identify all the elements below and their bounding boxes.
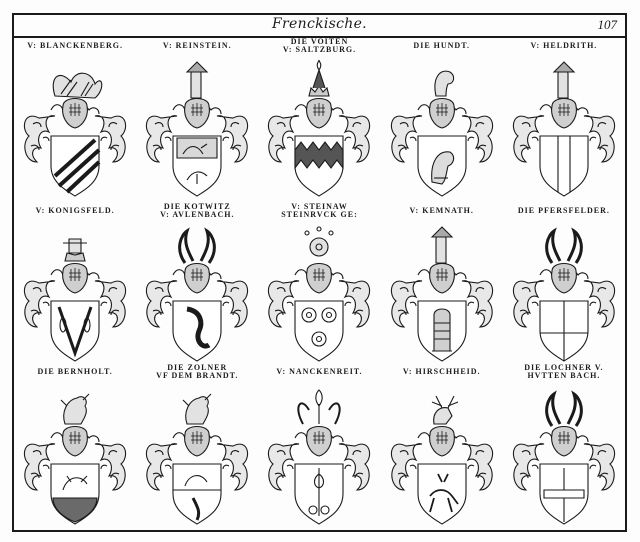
family-name-line: Vf dem Brandt. (156, 371, 239, 380)
family-name-label: V: SteinawSteinrvck ge: (258, 203, 380, 219)
page-title: Frenckische. (272, 16, 367, 32)
coat-of-arms-lion-over-branch-icon (146, 61, 249, 197)
family-name-line: Die Voiten (290, 37, 349, 46)
family-name-line: Die Hundt. (413, 41, 470, 50)
family-name-label: Die Hundt. (381, 42, 503, 50)
family-name-label: Die Bernholt. (14, 368, 136, 376)
coat-of-arms-entry: V: Konigsfeld. (14, 203, 136, 364)
coat-of-arms-entry: Die Pfersfelder. (503, 203, 625, 364)
coat-of-arms-entry: Die Bernholt. (14, 364, 136, 530)
family-name-label: V: Konigsfeld. (14, 207, 136, 215)
family-name-line: Die Pfersfelder. (517, 206, 610, 215)
coat-of-arms-entry: V: Nanckenreit. (258, 364, 380, 530)
family-name-line: V: Reinstein. (162, 41, 232, 50)
coats-of-arms-grid: V: Blanckenberg. V: Reinstein. (14, 38, 625, 530)
coat-of-arms-fish-hook-icon (146, 227, 249, 362)
family-name-label: V: Blanckenberg. (14, 42, 136, 50)
coat-of-arms-fleur-de-lis-on-rings-icon (268, 389, 371, 525)
coat-of-arms-lion-per-fess-icon (146, 393, 249, 525)
coat-of-arms-entry: Die ZolnerVf dem Brandt. (136, 364, 258, 530)
coat-of-arms-entry: V: Heldrith. (503, 38, 625, 203)
coat-of-arms-dancetty-fess-icon (268, 59, 371, 197)
coat-of-arms-entry: Die Hundt. (381, 38, 503, 203)
family-name-label: V: Kemnath. (381, 207, 503, 215)
page-header: Frenckische. 107 (14, 15, 625, 38)
armorial-page: Frenckische. 107 V: Blanckenberg. (12, 13, 627, 532)
family-name-line: V: Konigsfeld. (35, 206, 115, 215)
coat-of-arms-entry: Die Lochner V.Hvtten Bach. (503, 364, 625, 530)
coat-of-arms-entry: V: Kemnath. (381, 203, 503, 364)
family-name-line: V: Kemnath. (409, 206, 474, 215)
family-name-line: Die Zolner (167, 363, 228, 372)
family-name-line: V: Avlenbach. (160, 210, 235, 219)
family-name-line: Hvtten Bach. (527, 371, 601, 380)
family-name-line: V: Heldrith. (530, 41, 598, 50)
coat-of-arms-pale-icon (512, 61, 616, 197)
coat-of-arms-bend-sinister-stripes-icon (23, 72, 127, 197)
family-name-line: Die Lochner V. (524, 363, 604, 372)
family-name-label: V: Nanckenreit. (258, 368, 380, 376)
coat-of-arms-entry: V: Reinstein. (136, 38, 258, 203)
coat-of-arms-entry: V: SteinawSteinrvck ge: (258, 203, 380, 364)
family-name-line: V: Saltzburg. (282, 45, 357, 54)
family-name-label: Die Pfersfelder. (503, 207, 625, 215)
family-name-label: Die ZolnerVf dem Brandt. (136, 364, 258, 380)
coat-of-arms-lion-over-bars-icon (23, 393, 127, 525)
coat-of-arms-chevron-reversed-with-leaves-icon (23, 238, 127, 362)
family-name-label: Die Lochner V.Hvtten Bach. (503, 364, 625, 380)
coat-of-arms-stag-icon (390, 395, 493, 525)
family-name-line: V: Hirschheid. (402, 367, 481, 376)
coat-of-arms-three-roses-icon (268, 226, 371, 362)
coat-of-arms-entry: V: Blanckenberg. (14, 38, 136, 203)
coat-of-arms-oval-fess-quartered-icon (512, 390, 616, 525)
coat-of-arms-tower-icon (390, 226, 493, 362)
page-number: 107 (597, 17, 618, 32)
family-name-label: V: Reinstein. (136, 42, 258, 50)
family-name-label: Die KotwitzV: Avlenbach. (136, 203, 258, 219)
family-name-label: V: Heldrith. (503, 42, 625, 50)
coat-of-arms-entry: Die VoitenV: Saltzburg. (258, 38, 380, 203)
family-name-line: V: Steinaw (291, 202, 348, 211)
family-name-line: V: Blanckenberg. (27, 41, 123, 50)
coat-of-arms-quarterly-fess-icon (512, 227, 616, 362)
family-name-line: Steinrvck ge: (281, 210, 358, 219)
family-name-line: Die Bernholt. (37, 367, 113, 376)
coat-of-arms-entry: Die KotwitzV: Avlenbach. (136, 203, 258, 364)
family-name-label: V: Hirschheid. (381, 368, 503, 376)
family-name-line: V: Nanckenreit. (276, 367, 363, 376)
family-name-label: Die VoitenV: Saltzburg. (258, 38, 380, 54)
family-name-line: Die Kotwitz (163, 202, 231, 211)
coat-of-arms-entry: V: Hirschheid. (381, 364, 503, 530)
coat-of-arms-dog-head-icon (390, 70, 493, 197)
